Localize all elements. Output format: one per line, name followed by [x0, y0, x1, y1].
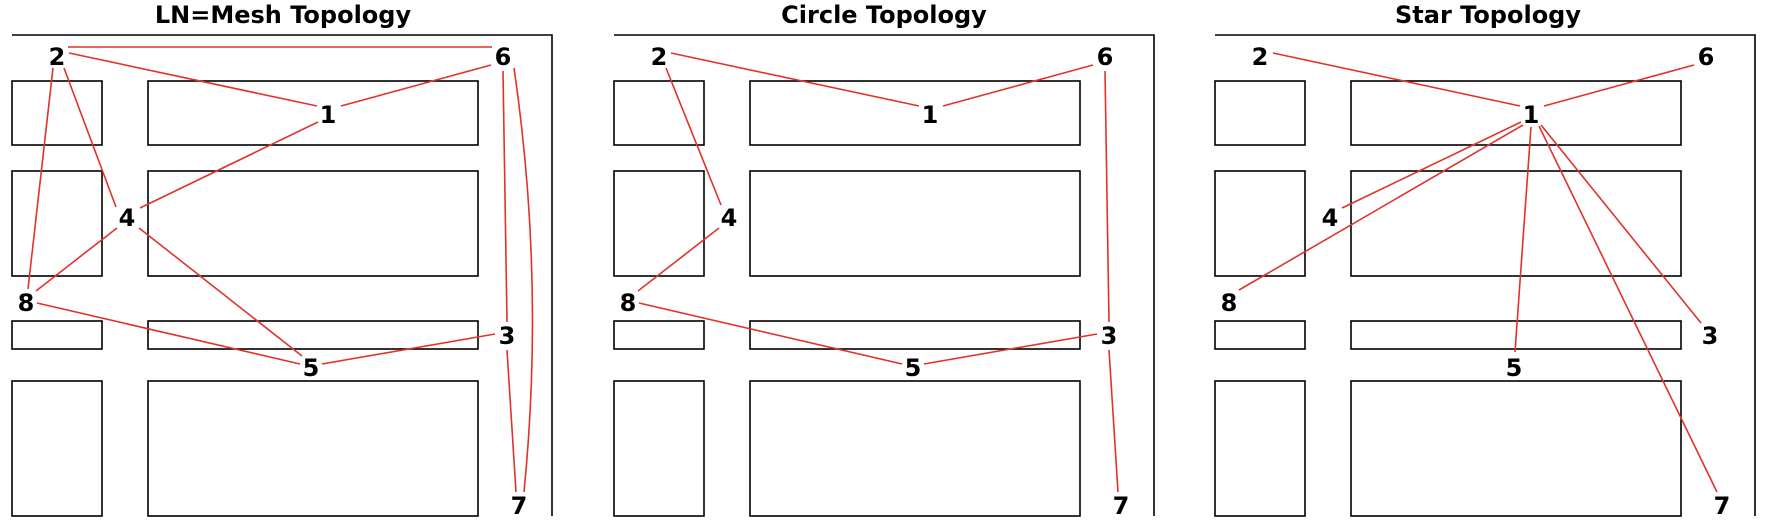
link-4-8 [637, 227, 720, 292]
building-block [1214, 320, 1306, 350]
node-7: 7 [1113, 492, 1130, 520]
node-6: 6 [495, 43, 512, 71]
node-5: 5 [1506, 354, 1523, 382]
building-block [147, 320, 479, 350]
building-block [1214, 80, 1306, 146]
link-1-5 [1514, 126, 1532, 353]
building-block [749, 170, 1081, 277]
node-3: 3 [1101, 322, 1118, 350]
link-2-1 [68, 52, 318, 107]
link-4-8 [35, 227, 118, 292]
node-2: 2 [1252, 43, 1269, 71]
area-boundary [614, 34, 1155, 516]
building-block [11, 170, 103, 277]
building-block [1350, 170, 1682, 277]
link-2-8 [27, 67, 54, 290]
link-1-8 [1238, 124, 1524, 291]
link-3-7 [506, 349, 517, 493]
building-block [11, 380, 103, 517]
building-block [11, 320, 103, 350]
building-block [749, 380, 1081, 517]
node-5: 5 [905, 354, 922, 382]
node-1: 1 [320, 101, 337, 129]
link-1-2 [1272, 52, 1521, 107]
panel-title-mesh: LN=Mesh Topology [155, 1, 412, 29]
link-5-3 [923, 333, 1098, 365]
link-8-5 [36, 302, 301, 365]
node-4: 4 [1322, 204, 1339, 232]
node-2: 2 [651, 43, 668, 71]
link-6-3 [1104, 70, 1110, 323]
link-1-7 [1538, 125, 1718, 493]
building-block [11, 80, 103, 146]
building-block [749, 80, 1081, 146]
node-8: 8 [18, 289, 35, 317]
node-7: 7 [511, 492, 528, 520]
building-block [1350, 80, 1682, 146]
building-block [613, 320, 705, 350]
building-block [613, 80, 705, 146]
node-6: 6 [1097, 43, 1114, 71]
node-4: 4 [721, 204, 738, 232]
link-1-3 [1540, 124, 1702, 324]
link-8-5 [638, 302, 903, 365]
link-3-7 [1108, 349, 1119, 493]
link-4-5 [138, 227, 303, 357]
link-1-4 [1341, 121, 1522, 209]
node-8: 8 [1221, 289, 1238, 317]
building-block [749, 320, 1081, 350]
building-block [147, 380, 479, 517]
panel-circle: Circle Topology 1 2 3 4 5 6 7 8 [613, 1, 1155, 520]
building-block [613, 170, 705, 277]
panel-star: Star Topology 1 2 3 4 5 6 7 8 [1214, 1, 1756, 520]
link-1-4 [139, 121, 319, 209]
link-1-6 [1543, 64, 1695, 107]
building-block [147, 170, 479, 277]
node-4: 4 [119, 204, 136, 232]
link-6-1 [340, 64, 492, 107]
node-7: 7 [1714, 492, 1731, 520]
node-8: 8 [620, 289, 637, 317]
node-2: 2 [49, 43, 66, 71]
node-3: 3 [499, 322, 516, 350]
link-2-1 [670, 52, 920, 107]
link-5-3 [321, 333, 496, 365]
area-boundary [1215, 34, 1756, 516]
panel-mesh: LN=Mesh Topology 1 2 3 4 5 6 7 8 [11, 1, 553, 520]
building-block [1214, 170, 1306, 277]
building-block [1214, 380, 1306, 517]
building-block [1350, 380, 1682, 517]
node-3: 3 [1702, 322, 1719, 350]
link-6-3 [502, 70, 508, 323]
building-block [147, 80, 479, 146]
node-5: 5 [303, 354, 320, 382]
node-1: 1 [1523, 101, 1540, 129]
area-boundary [12, 34, 553, 516]
panel-title-circle: Circle Topology [781, 1, 987, 29]
node-6: 6 [1698, 43, 1715, 71]
link-2-4 [665, 67, 722, 206]
node-1: 1 [922, 101, 939, 129]
link-1-6 [942, 64, 1094, 107]
link-6-7 [513, 67, 534, 493]
panel-title-star: Star Topology [1395, 1, 1581, 29]
building-block [613, 380, 705, 517]
link-2-4 [63, 67, 117, 208]
